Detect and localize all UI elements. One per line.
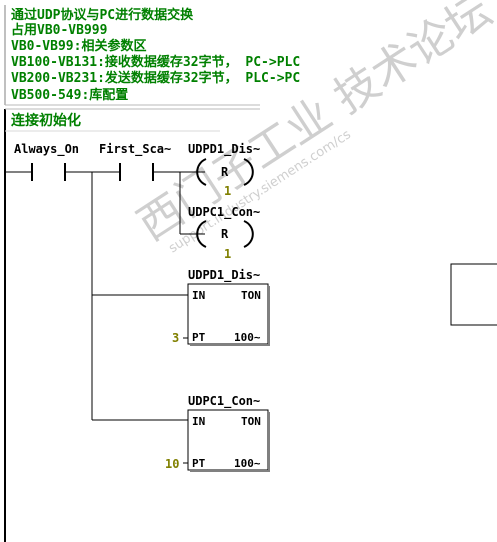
timer-2-operand: UDPC1_Con~ <box>188 394 261 408</box>
coil-1-symbol: R <box>221 165 229 179</box>
timer-2-in-label: IN <box>192 415 206 428</box>
comment-line-4: VB100-VB131:接收数据缓存32字节， PC->PLC <box>11 55 301 70</box>
timer-1-type: TON <box>241 289 261 302</box>
timer-1-operand: UDPD1_Dis~ <box>188 268 261 282</box>
coil-2-symbol: R <box>221 227 229 241</box>
timer-1-box[interactable] <box>187 283 270 346</box>
timer-1-pt-label: PT <box>192 331 206 344</box>
network-title[interactable]: 连接初始化 <box>11 113 81 129</box>
timer-2-pt-label: PT <box>192 457 206 470</box>
coil-reset-2[interactable] <box>196 220 254 248</box>
comment-line-6: VB500-549:库配置 <box>11 88 129 103</box>
comment-line-3: VB0-VB99:相关参数区 <box>11 39 147 54</box>
contact-always-on[interactable] <box>31 163 66 181</box>
coil-2-operand: UDPC1_Con~ <box>188 205 261 219</box>
timer-1-base: 100~ <box>234 331 261 344</box>
timer-1-pt-value[interactable]: 3 <box>172 331 180 345</box>
timer-2-type: TON <box>241 415 261 428</box>
contact-label-first-scan: First_Sca~ <box>99 142 172 156</box>
contact-first-scan[interactable] <box>119 163 154 181</box>
coil-1-count: 1 <box>224 184 232 198</box>
coil-reset-1[interactable] <box>196 158 254 186</box>
timer-1-in-label: IN <box>192 289 206 302</box>
comment-line-2: 占用VB0-VB999 <box>11 23 108 38</box>
coil-1-operand: UDPD1_Dis~ <box>188 142 261 156</box>
timer-2-box[interactable] <box>187 409 270 472</box>
offscreen-box[interactable] <box>450 263 497 326</box>
comment-line-1: 通过UDP协议与PC进行数据交换 <box>11 8 194 23</box>
timer-2-pt-value[interactable]: 10 <box>165 457 180 471</box>
contact-label-always-on: Always_On <box>14 142 80 156</box>
coil-2-count: 1 <box>224 247 232 261</box>
timer-2-base: 100~ <box>234 457 261 470</box>
comment-line-5: VB200-VB231:发送数据缓存32字节， PLC->PC <box>11 71 301 86</box>
